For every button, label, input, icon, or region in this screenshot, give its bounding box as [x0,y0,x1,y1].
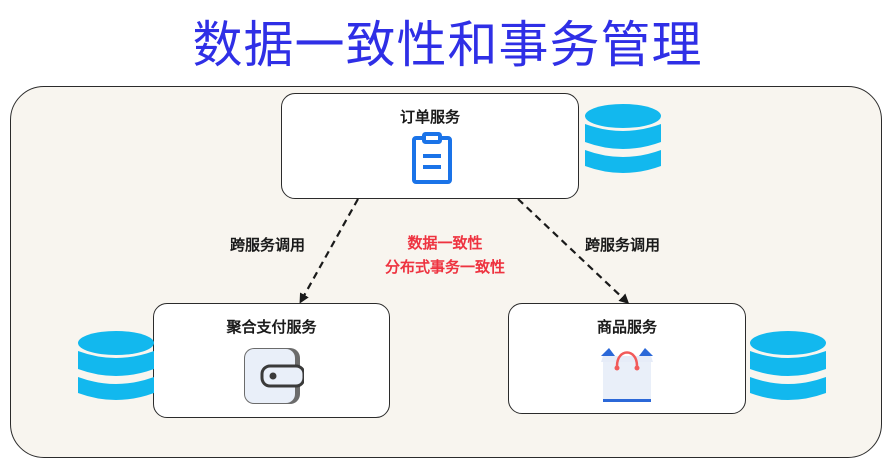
order-service-box[interactable]: 订单服务 [281,93,579,199]
product-service-label: 商品服务 [596,318,657,336]
payment-database-icon [78,331,154,400]
payment-service-label: 聚合支付服务 [226,318,317,336]
product-service-box[interactable]: 商品服务 [508,303,746,414]
clipboard-icon [412,132,452,184]
consistency-note-line2: 分布式事务一致性 [384,258,505,276]
edge-order-to-payment [299,198,359,304]
page-title: 数据一致性和事务管理 [192,16,703,74]
consistency-note-line1: 数据一致性 [407,234,483,252]
wallet-icon [244,348,304,404]
order-database-icon [585,104,661,173]
payment-service-box[interactable]: 聚合支付服务 [153,303,390,418]
edge-left-label: 跨服务调用 [230,236,306,254]
product-database-icon [750,331,826,400]
order-service-label: 订单服务 [399,108,460,126]
edge-right-label: 跨服务调用 [585,236,661,254]
shopping-bag-icon [601,348,653,402]
edge-order-to-product [517,198,630,305]
